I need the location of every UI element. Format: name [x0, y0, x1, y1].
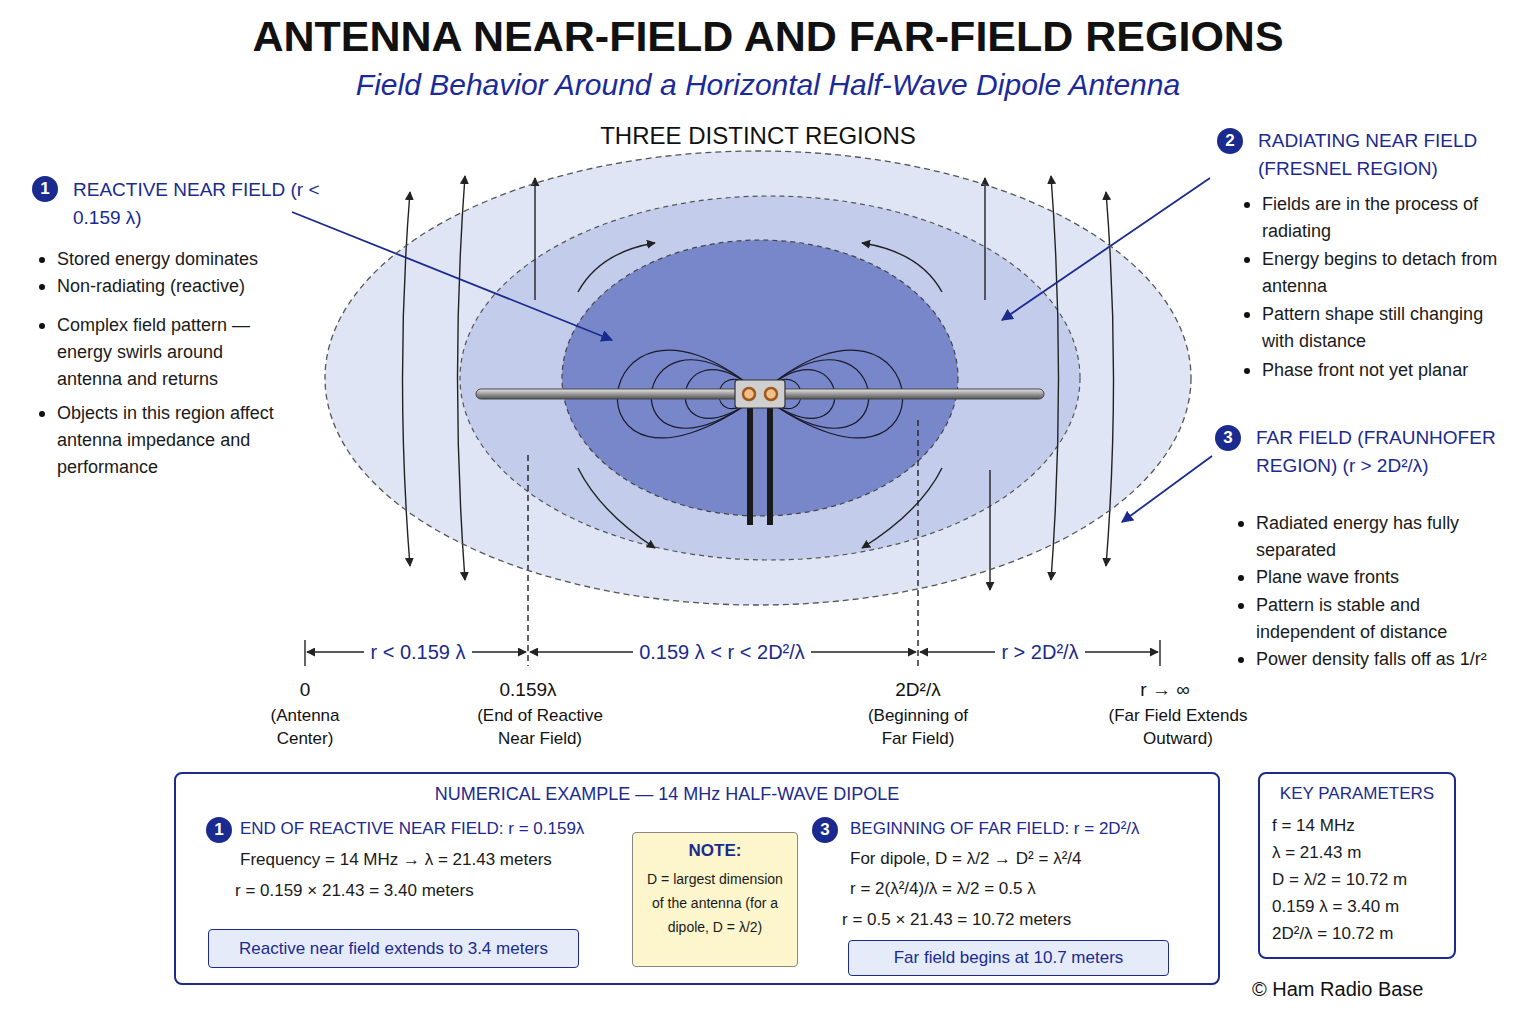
bullet-text: Power density falls off as 1/r² — [1256, 646, 1501, 673]
axis-lines — [305, 420, 1160, 666]
result-box: Far field begins at 10.7 meters — [848, 940, 1169, 976]
bullet-text: Complex field pattern — energy swirls ar… — [57, 312, 285, 393]
reactive-near-field-region — [562, 240, 958, 516]
bullet-text: Energy begins to detach from antenna — [1262, 246, 1500, 300]
bullet-text: Radiated energy has fully separated — [1256, 510, 1501, 564]
tick-description: (Antenna Center) — [255, 704, 355, 750]
copyright-note: © Ham Radio Base — [1252, 976, 1423, 1003]
range-label: r > 2D²/λ — [995, 639, 1084, 665]
node-text: Frequency = 14 MHz → λ = 21.43 meters — [240, 850, 552, 870]
note-box: NOTE: D = largest dimension of the antenn… — [632, 832, 798, 967]
tick-label: 0 — [300, 678, 311, 702]
tick-description: (Far Field Extends Outward) — [1103, 704, 1253, 750]
radiating-near-field-region — [460, 196, 1080, 560]
node-text: Far field begins at 10.7 meters — [894, 948, 1124, 968]
callout-number: 2 — [1217, 128, 1243, 154]
bullet-text: Stored energy dominates — [57, 246, 285, 273]
tick-description: (Beginning of Far Field) — [853, 704, 983, 750]
region-heading: REACTIVE NEAR FIELD (r < 0.159 λ) — [73, 176, 325, 232]
node-text: THREE DISTINCT REGIONS — [323, 122, 1193, 150]
node-text: λ = 21.43 m — [1272, 839, 1442, 866]
node-text: KEY PARAMETERS — [1272, 784, 1442, 804]
region-heading: FAR FIELD (FRAUNHOFER REGION) (r > 2D²/λ… — [1256, 424, 1506, 480]
far-field-region — [325, 151, 1191, 605]
node-text: END OF REACTIVE NEAR FIELD: r = 0.159λ — [240, 819, 584, 839]
callout-number: 3 — [1215, 425, 1241, 451]
node-text: Reactive near field extends to 3.4 meter… — [239, 939, 548, 959]
result-box: Reactive near field extends to 3.4 meter… — [208, 929, 579, 968]
node-text: NOTE: — [641, 841, 789, 861]
bullet-text: Objects in this region affect antenna im… — [57, 400, 285, 481]
node-text: For dipole, D = λ/2 → D² = λ²/4 — [850, 849, 1081, 869]
range-label: r < 0.159 λ — [364, 639, 471, 665]
bullet-text: Non-radiating (reactive) — [57, 273, 285, 300]
callout-number: 1 — [32, 176, 58, 202]
tick-label: 0.159λ — [499, 678, 556, 702]
dipole-antenna — [476, 380, 1044, 525]
node-text: 0.159 λ = 3.40 m — [1272, 893, 1442, 920]
bullet-text: Pattern shape still changing with distan… — [1262, 301, 1500, 355]
node-text: D = largest dimension of the antenna (fo… — [641, 867, 789, 939]
region-outline — [323, 122, 1193, 608]
bullet-text: Plane wave fronts — [1256, 564, 1501, 591]
page-subtitle: Field Behavior Around a Horizontal Half-… — [0, 68, 1536, 102]
page-title: ANTENNA NEAR-FIELD AND FAR-FIELD REGIONS — [0, 12, 1536, 61]
tick-label: 2D²/λ — [895, 678, 940, 702]
node-text: BEGINNING OF FAR FIELD: r = 2D²/λ — [850, 819, 1140, 839]
example-panel: NUMERICAL EXAMPLE — 14 MHz HALF-WAVE DIP… — [174, 772, 1220, 985]
tick-label: r → ∞ — [1140, 678, 1189, 702]
node-text: NUMERICAL EXAMPLE — 14 MHz HALF-WAVE DIP… — [317, 784, 1017, 805]
range-label: 0.159 λ < r < 2D²/λ — [633, 639, 811, 665]
region-heading: RADIATING NEAR FIELD (FRESNEL REGION) — [1258, 127, 1524, 183]
node-text: D = λ/2 = 10.72 m — [1272, 866, 1442, 893]
region-ellipse: THREE DISTINCT REGIONS — [323, 122, 1193, 608]
node-text: f = 14 MHz — [1272, 812, 1442, 839]
parameter-box: KEY PARAMETERS f = 14 MHzλ = 21.43 mD = λ… — [1258, 772, 1456, 959]
node-text: r = 0.159 × 21.43 = 3.40 meters — [235, 881, 474, 901]
callout-number: 3 — [812, 817, 838, 843]
node-text: r = 2(λ²/4)/λ = λ/2 = 0.5 λ — [850, 879, 1036, 899]
bullet-text: Phase front not yet planar — [1262, 357, 1500, 384]
node-text: 2D²/λ = 10.72 m — [1272, 920, 1442, 947]
callout-number: 1 — [206, 817, 232, 843]
node-text: r = 0.5 × 21.43 = 10.72 meters — [842, 910, 1071, 930]
bullet-text: Fields are in the process of radiating — [1262, 191, 1500, 245]
outer-field-lines — [403, 176, 1114, 590]
tick-description: (End of Reactive Near Field) — [460, 704, 620, 750]
bullet-text: Pattern is stable and independent of dis… — [1256, 592, 1501, 646]
